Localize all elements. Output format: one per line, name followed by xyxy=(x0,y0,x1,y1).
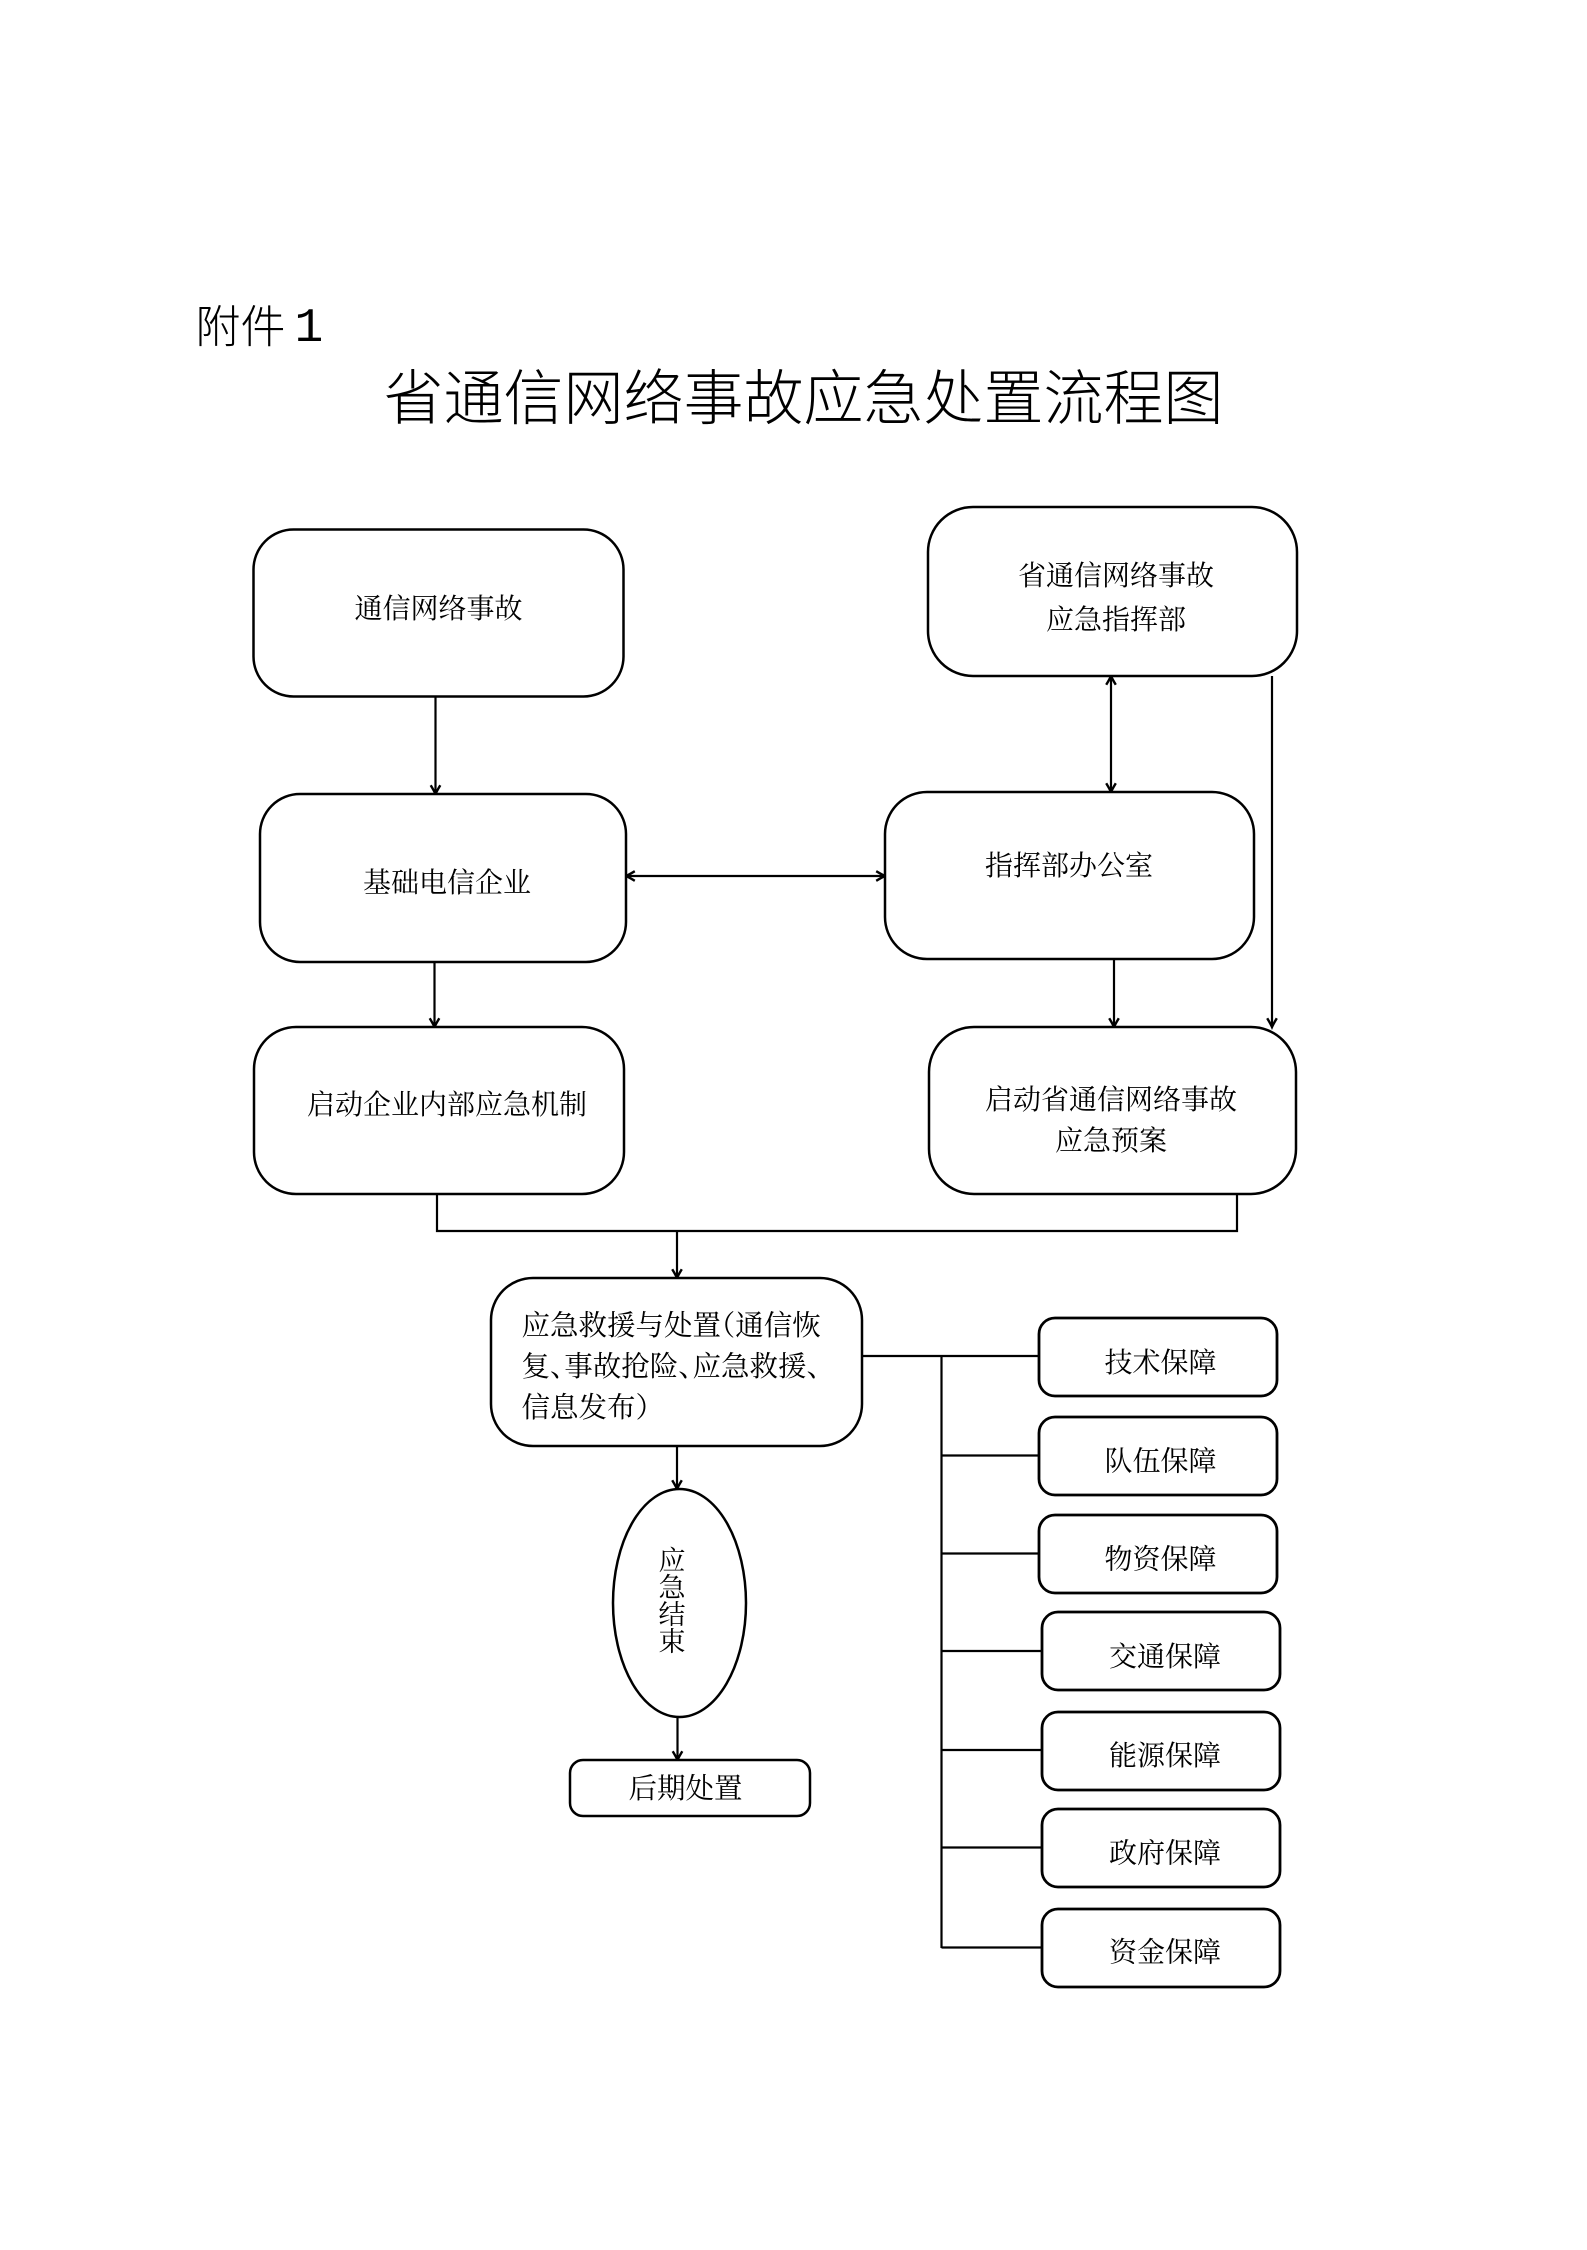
svg-text:通信网络事故: 通信网络事故 xyxy=(354,593,522,625)
svg-text:资金保障: 资金保障 xyxy=(1109,1937,1221,1969)
svg-text:附件: 附件 xyxy=(196,302,286,353)
svg-text:应急救援与处置（通信恢: 应急救援与处置（通信恢 xyxy=(522,1310,821,1342)
svg-text:物资保障: 物资保障 xyxy=(1104,1544,1216,1576)
svg-text:省通信网络事故: 省通信网络事故 xyxy=(1018,560,1214,592)
svg-text:交通保障: 交通保障 xyxy=(1109,1641,1221,1673)
svg-text:1: 1 xyxy=(295,302,324,356)
svg-text:指挥部办公室: 指挥部办公室 xyxy=(985,850,1153,882)
svg-text:启动省通信网络事故: 启动省通信网络事故 xyxy=(985,1084,1237,1116)
svg-text:能源保障: 能源保障 xyxy=(1109,1740,1221,1772)
svg-text:复、事故抢险、应急救援、: 复、事故抢险、应急救援、 xyxy=(522,1351,821,1383)
svg-text:应急预案: 应急预案 xyxy=(1055,1125,1167,1157)
svg-text:信息发布）: 信息发布） xyxy=(522,1392,650,1424)
svg-text:急: 急 xyxy=(659,1573,687,1603)
svg-text:队伍保障: 队伍保障 xyxy=(1104,1446,1216,1478)
svg-text:政府保障: 政府保障 xyxy=(1109,1838,1221,1870)
svg-text:应急指挥部: 应急指挥部 xyxy=(1046,604,1186,636)
svg-text:应: 应 xyxy=(659,1546,686,1576)
svg-text:省通信网络事故应急处置流程图: 省通信网络事故应急处置流程图 xyxy=(384,366,1224,433)
svg-text:基础电信企业: 基础电信企业 xyxy=(363,867,531,899)
svg-text:后期处置: 后期处置 xyxy=(628,1773,742,1805)
svg-text:结: 结 xyxy=(659,1600,686,1630)
svg-text:束: 束 xyxy=(659,1627,686,1657)
svg-text:启动企业内部应急机制: 启动企业内部应急机制 xyxy=(307,1089,587,1121)
svg-text:技术保障: 技术保障 xyxy=(1104,1347,1216,1379)
